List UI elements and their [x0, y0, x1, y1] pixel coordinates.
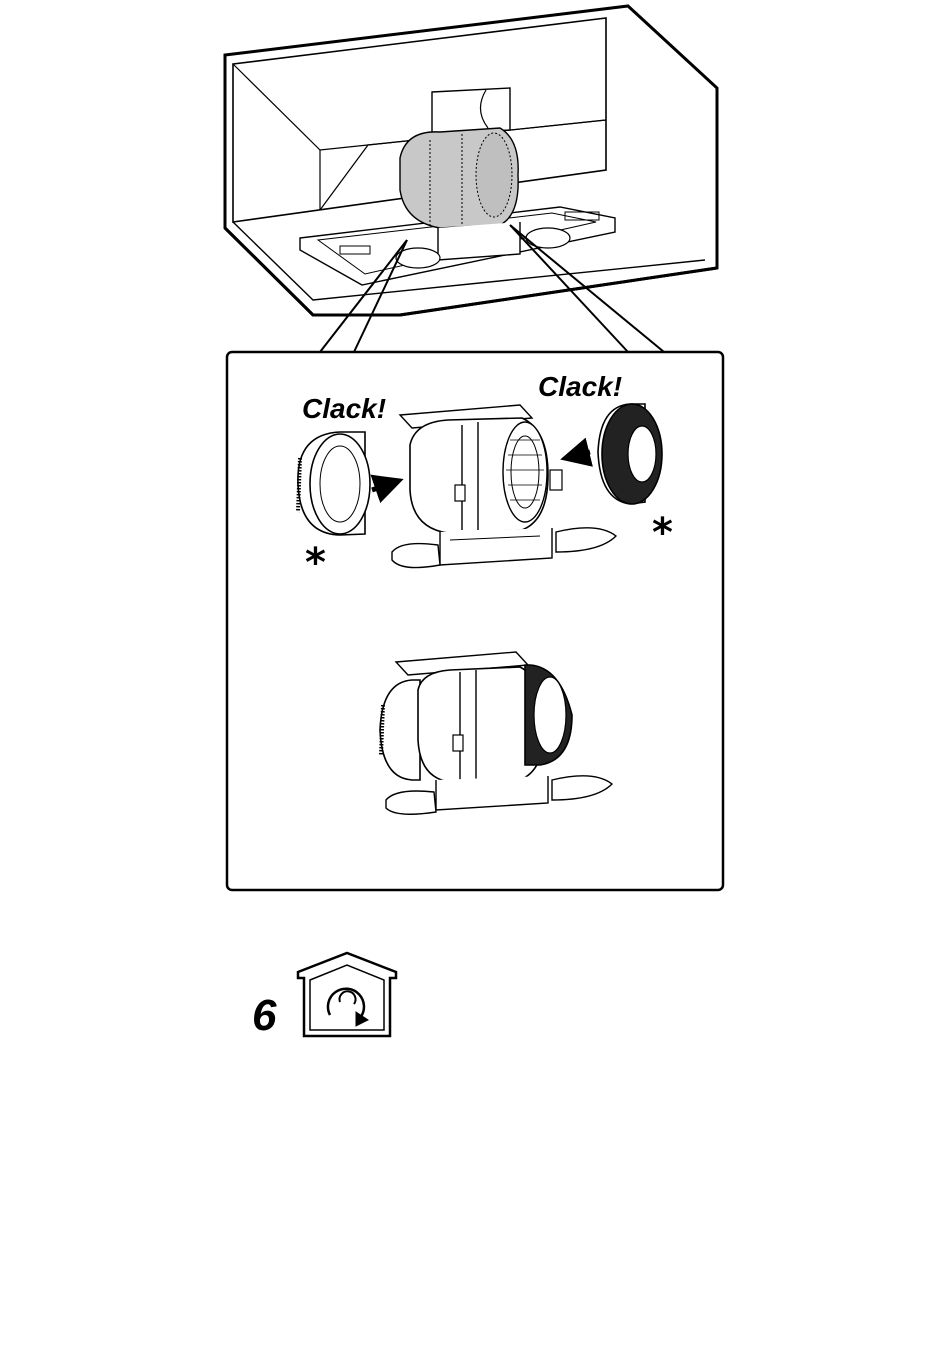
recirculation-house-icon	[298, 953, 396, 1036]
clack-label-right: Clack!	[538, 371, 622, 402]
carbon-filter-right	[598, 404, 662, 504]
clack-label-left: Clack!	[302, 393, 386, 424]
asterisk-right: *	[652, 510, 673, 556]
asterisk-left: *	[305, 540, 326, 586]
step-number: 6	[252, 991, 277, 1040]
carbon-filter-left	[298, 432, 370, 535]
